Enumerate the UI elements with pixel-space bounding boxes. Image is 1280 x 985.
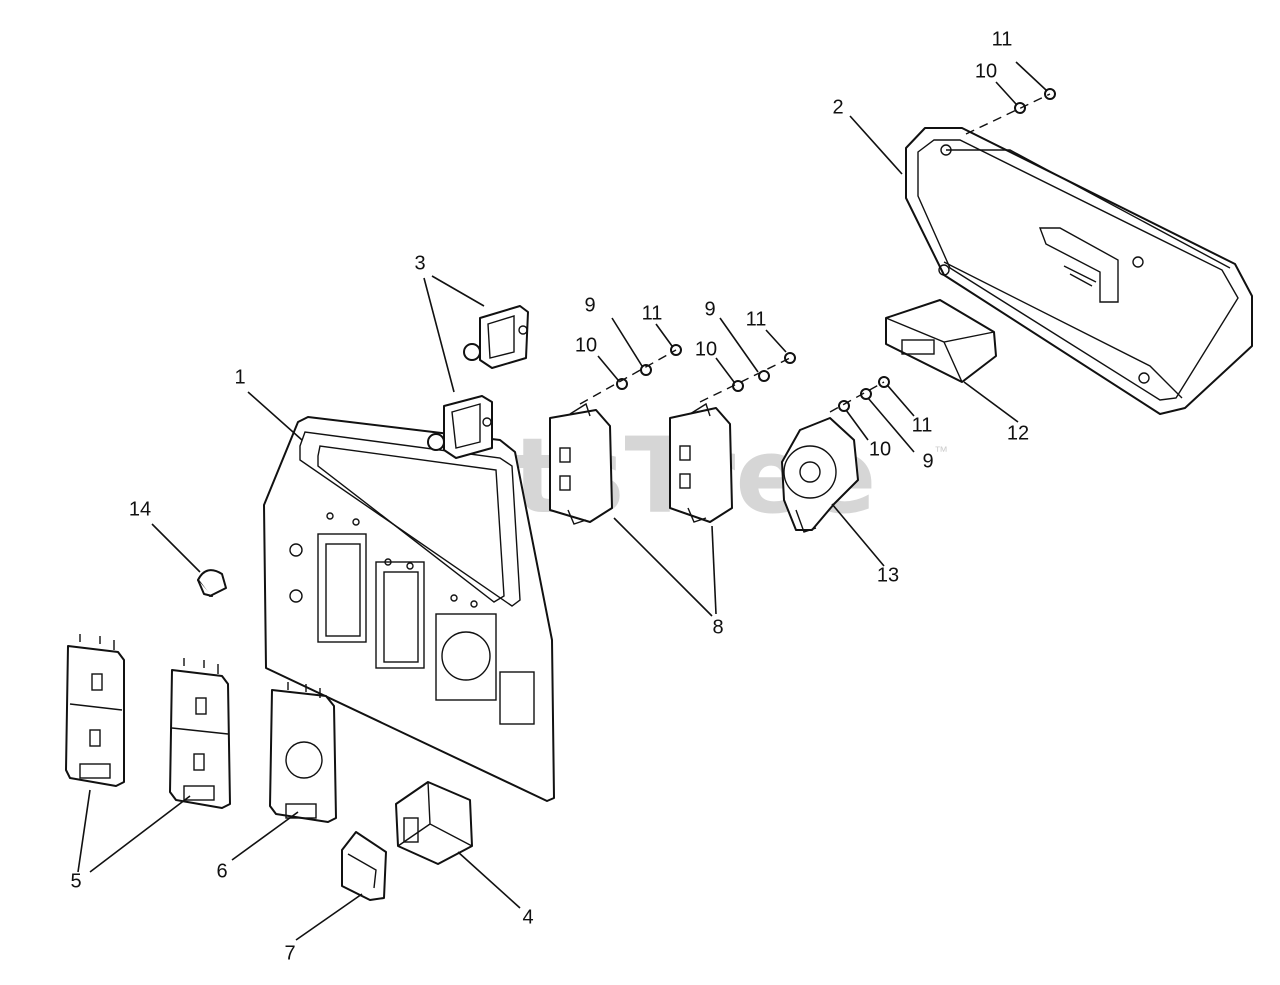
twist-lock-receptacle-6	[269, 682, 337, 823]
callout-13: 13	[877, 564, 899, 586]
receptacle-5-left	[65, 634, 125, 787]
receptacle-13	[781, 417, 859, 533]
callout-labels: 1 2 3 4 5 6 7 8 9 9 9 10 10 10 10 11 11 …	[70, 28, 1029, 964]
callout-3: 3	[414, 252, 425, 274]
indicator-cap	[197, 569, 227, 597]
callout-11-d: 11	[992, 28, 1013, 50]
callout-4: 4	[522, 906, 533, 928]
callout-6: 6	[216, 860, 227, 882]
callout-10-b: 10	[695, 338, 717, 360]
callout-12: 12	[1007, 422, 1029, 444]
callout-11-c: 11	[912, 414, 933, 436]
callout-11-b: 11	[746, 308, 767, 330]
callout-8: 8	[712, 616, 723, 638]
circuit-breaker-upper	[463, 305, 529, 369]
panel-housing	[905, 127, 1253, 415]
circuit-breaker-lower	[427, 395, 493, 459]
callout-7: 7	[284, 942, 295, 964]
connector-block-12	[885, 299, 997, 383]
callout-10-c: 10	[869, 438, 891, 460]
callout-9-b: 9	[704, 298, 715, 320]
callout-10-d: 10	[975, 60, 997, 82]
duplex-outlet-8-left	[549, 402, 613, 525]
callout-5: 5	[70, 870, 81, 892]
callout-2: 2	[832, 96, 843, 118]
receptacle-5-right	[169, 658, 231, 809]
callout-1: 1	[234, 366, 245, 388]
leader-lines	[77, 61, 1047, 941]
rocker-switch-4	[395, 781, 473, 865]
control-panel	[263, 416, 555, 802]
duplex-outlet-8-right	[669, 402, 733, 523]
callout-9-c: 9	[922, 450, 933, 472]
callout-11-a: 11	[642, 302, 663, 324]
callout-14: 14	[129, 498, 151, 520]
switch-cover-7	[341, 831, 387, 901]
callout-9-a: 9	[584, 294, 595, 316]
watermark-trademark: ™	[934, 443, 948, 459]
assembly-lines	[579, 93, 1051, 413]
callout-10-a: 10	[575, 334, 597, 356]
